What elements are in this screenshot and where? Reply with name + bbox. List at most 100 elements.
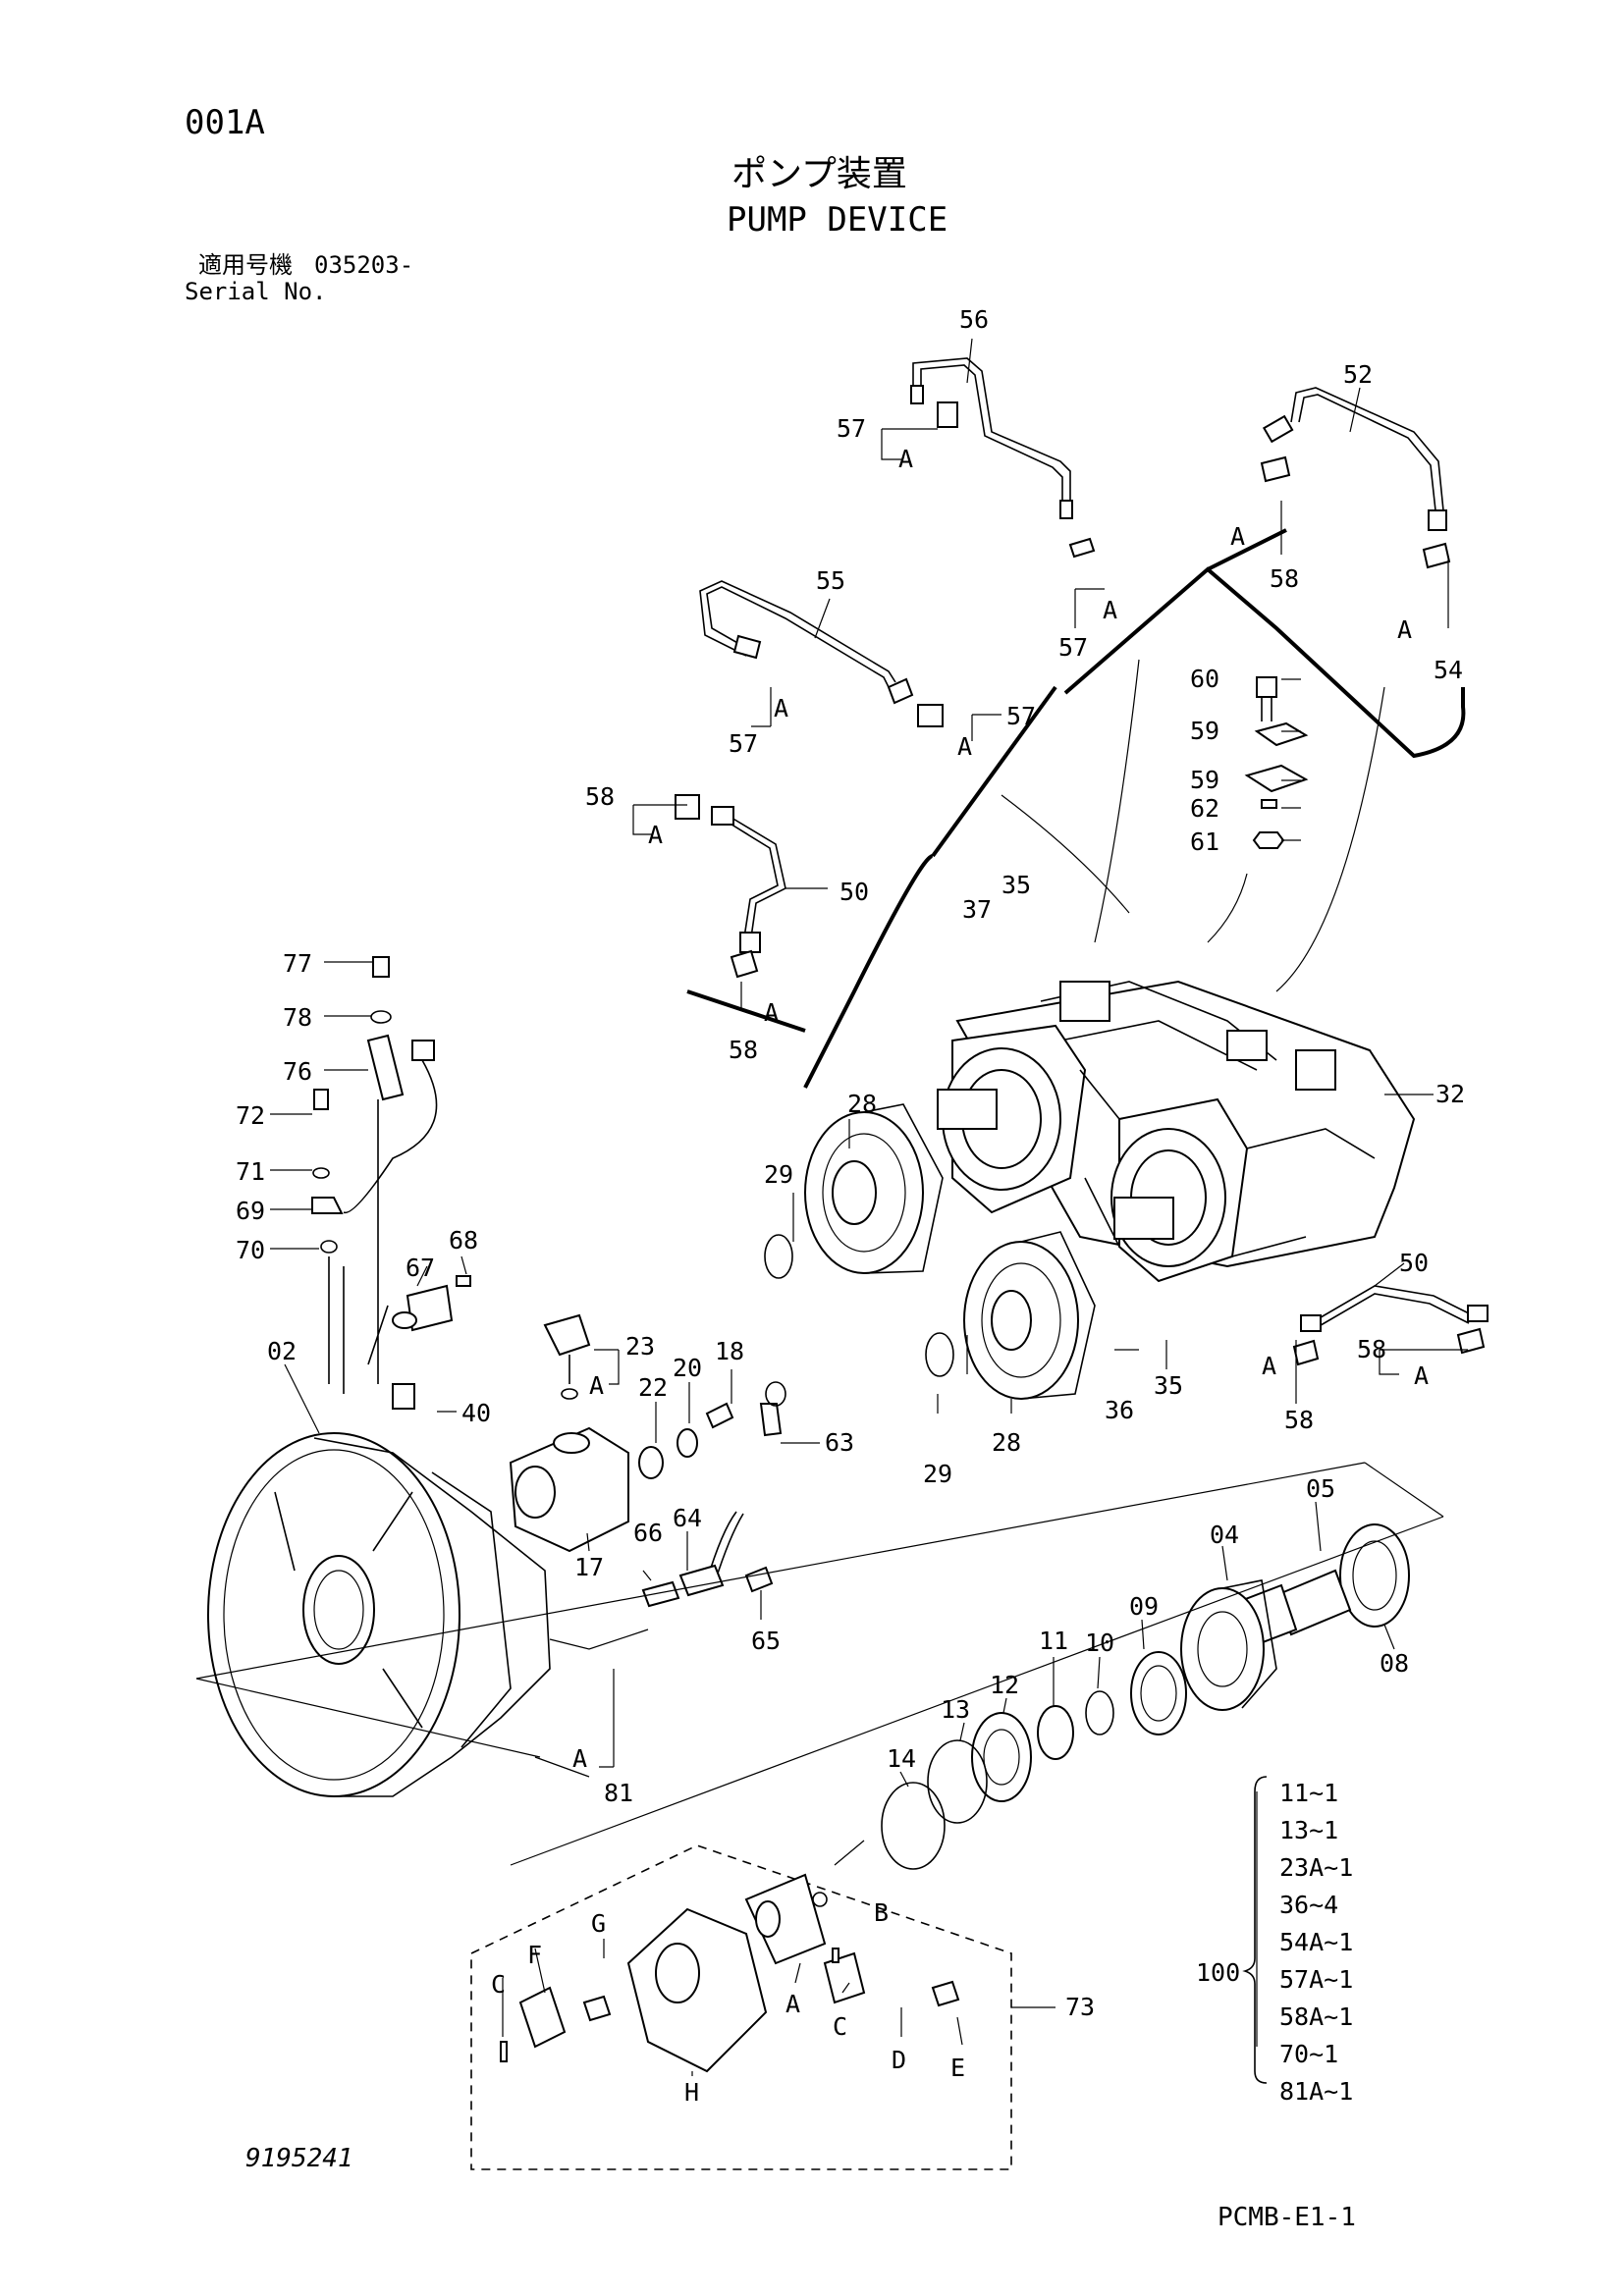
- main-pump-assembly: [937, 980, 1416, 1283]
- tube-50-upper: [675, 794, 786, 979]
- callout-A: A: [774, 694, 788, 722]
- kit-100-item: 13~1: [1279, 1816, 1338, 1844]
- gear-pump-17: [509, 1313, 786, 1608]
- serial-label-english: Serial No.: [185, 278, 327, 305]
- serial-number-value: 035203-: [314, 251, 414, 279]
- callout-23: 23: [625, 1332, 655, 1361]
- kit-100-item: 36~4: [1279, 1891, 1338, 1919]
- coupling-kit-73: [470, 1844, 1012, 2170]
- callout-A: A: [1262, 1352, 1276, 1380]
- callout-69: 69: [236, 1197, 265, 1225]
- callout-50: 50: [1399, 1249, 1429, 1277]
- drawing-number: 9195241: [245, 2144, 353, 2173]
- callout-04: 04: [1210, 1521, 1239, 1549]
- callout-32: 32: [1435, 1080, 1465, 1108]
- page-title-japanese: ポンプ装置: [731, 154, 907, 194]
- callout-59: 59: [1190, 717, 1219, 745]
- callout-E: E: [950, 2054, 965, 2082]
- callout-57: 57: [837, 414, 866, 443]
- page-code: 001A: [185, 103, 265, 142]
- callout-28: 28: [992, 1428, 1021, 1457]
- kit-100-brace: [1242, 1776, 1268, 2084]
- kit-100-item: 54A~1: [1279, 1928, 1353, 1956]
- callout-A: A: [1414, 1362, 1429, 1390]
- callout-55: 55: [816, 566, 845, 595]
- callout-58: 58: [1357, 1335, 1386, 1363]
- callout-59: 59: [1190, 766, 1219, 794]
- callout-10: 10: [1085, 1629, 1114, 1657]
- callout-G: G: [591, 1909, 606, 1938]
- sensor-bracket-group: [311, 956, 471, 1394]
- callout-A: A: [785, 1990, 800, 2018]
- kit-100-item: 81A~1: [1279, 2077, 1353, 2106]
- callout-labels: 56 57 A 52 A 58 A 57 A 54 55 A 57 57 A 6…: [236, 305, 1465, 2107]
- callout-29: 29: [764, 1160, 793, 1189]
- callout-54: 54: [1434, 656, 1463, 684]
- callout-D: D: [892, 2046, 906, 2074]
- serial-label-japanese: 適用号機: [198, 251, 293, 279]
- callout-76: 76: [283, 1057, 312, 1086]
- callout-28: 28: [847, 1090, 877, 1118]
- leader-lines: [270, 338, 1468, 2076]
- reference-lines: [195, 1462, 1444, 1866]
- callout-63: 63: [825, 1428, 854, 1457]
- callout-09: 09: [1129, 1592, 1159, 1621]
- callout-60: 60: [1190, 665, 1219, 693]
- callout-A: A: [1397, 615, 1412, 644]
- tube-detail-outline: [686, 528, 1466, 1089]
- kit-100-list: 11~1 13~1 23A~1 36~4 54A~1 57A~1 58A~1 7…: [1279, 1779, 1353, 2106]
- callout-C: C: [491, 1970, 506, 1999]
- callout-40: 40: [461, 1399, 491, 1427]
- bracket-stack: [1244, 676, 1309, 849]
- callout-20: 20: [673, 1354, 702, 1382]
- callout-18: 18: [715, 1337, 744, 1365]
- callout-02: 02: [267, 1337, 297, 1365]
- callout-64: 64: [673, 1504, 702, 1532]
- callout-50: 50: [839, 878, 869, 906]
- callout-A: A: [898, 445, 913, 473]
- kit-100-item: 23A~1: [1279, 1853, 1353, 1882]
- callout-70: 70: [236, 1236, 265, 1264]
- callout-58: 58: [585, 782, 615, 811]
- callout-F: F: [527, 1941, 542, 1969]
- kit-100-item: 70~1: [1279, 2040, 1338, 2068]
- callout-65: 65: [751, 1627, 781, 1655]
- callout-57: 57: [1006, 702, 1036, 730]
- gear-28-upper: [804, 1103, 944, 1274]
- callout-A: A: [572, 1744, 587, 1773]
- kit-100-item: 58A~1: [1279, 2002, 1353, 2031]
- callout-73: 73: [1065, 1993, 1095, 2021]
- callout-36: 36: [1105, 1396, 1134, 1424]
- callout-68: 68: [449, 1226, 478, 1255]
- callout-58: 58: [1270, 564, 1299, 593]
- callout-29: 29: [923, 1460, 952, 1488]
- callout-57: 57: [1058, 633, 1088, 662]
- callout-A: A: [589, 1371, 604, 1400]
- callout-77: 77: [283, 949, 312, 978]
- callout-05: 05: [1306, 1474, 1335, 1503]
- callout-35: 35: [1001, 871, 1031, 899]
- callout-81: 81: [604, 1779, 633, 1807]
- drive-shaft-parts: [881, 1523, 1410, 1870]
- callout-H: H: [684, 2078, 699, 2107]
- tube-55: [699, 580, 944, 727]
- callout-13: 13: [941, 1695, 970, 1724]
- callout-35: 35: [1154, 1371, 1183, 1400]
- callout-67: 67: [406, 1254, 435, 1282]
- tube-56: [910, 357, 1096, 559]
- gear-28-lower: [963, 1231, 1096, 1400]
- callout-11: 11: [1039, 1627, 1068, 1655]
- callout-78: 78: [283, 1003, 312, 1032]
- callout-A: A: [1103, 596, 1117, 624]
- callout-C: C: [833, 2012, 847, 2041]
- page-title-english: PUMP DEVICE: [727, 200, 948, 240]
- tube-52: [1260, 387, 1451, 569]
- callout-14: 14: [887, 1744, 916, 1773]
- callout-58: 58: [729, 1036, 758, 1064]
- callout-37: 37: [962, 895, 992, 924]
- callout-A: A: [957, 732, 972, 761]
- snap-rings-29: [764, 1234, 954, 1377]
- callout-56: 56: [959, 305, 989, 334]
- callout-62: 62: [1190, 794, 1219, 823]
